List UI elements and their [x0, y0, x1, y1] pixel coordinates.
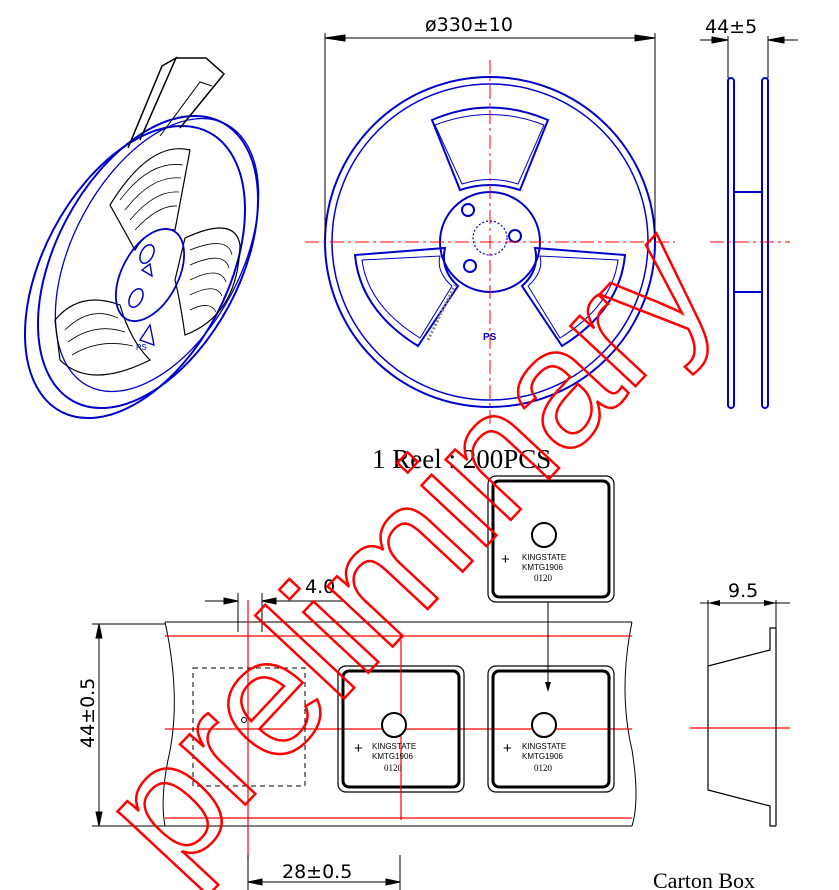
tape-comp1-brand: KINGSTATE	[372, 742, 416, 751]
iso-reel-mark: PS	[136, 343, 147, 352]
reel-side-view	[727, 77, 769, 409]
tape-width-label: 44±0.5	[77, 678, 99, 748]
dim-reel-width	[700, 36, 798, 78]
tape-comp1-code: 0120	[384, 763, 403, 773]
component-pitch-label: 28±0.5	[282, 861, 352, 883]
cover-depth-label: 9.5	[728, 580, 758, 602]
insert-comp-part: KMTG1906	[522, 563, 563, 572]
tape-comp2-polarity: +	[503, 740, 512, 757]
carrier-tape	[162, 621, 637, 827]
insert-comp-brand: KINGSTATE	[522, 553, 566, 562]
pitch-label: 4.0	[305, 576, 335, 598]
empty-pocket	[192, 667, 306, 787]
dim-component-pitch	[247, 855, 401, 890]
cover-arrow-left	[708, 600, 720, 606]
insert-comp-code: 0120	[534, 573, 553, 583]
sprocket-hole	[241, 717, 247, 723]
tape-comp1-part: KMTG1906	[372, 752, 413, 761]
tape-comp2-brand: KINGSTATE	[522, 742, 566, 751]
tape-comp2-part: KMTG1906	[522, 752, 563, 761]
preliminary-watermark: preliminary	[64, 190, 748, 890]
tape-side-profile	[700, 600, 790, 827]
reel-width-label: 44±5	[705, 16, 757, 38]
reel-front-view: PS	[305, 60, 675, 425]
component-in-tape-1	[337, 640, 465, 820]
reel-quantity: 1 Reel : 200PCS	[372, 444, 551, 474]
component-insertion	[487, 475, 615, 692]
tape-comp1-polarity: +	[354, 740, 363, 757]
component-in-tape-2	[487, 665, 615, 793]
carton-box-label: Carton Box	[653, 868, 755, 890]
dim-reel-diameter	[324, 33, 656, 240]
tape-comp2-code: 0120	[534, 763, 553, 773]
dim-pitch	[205, 593, 345, 632]
cover-arrow-right	[764, 600, 776, 606]
insert-comp-polarity: +	[501, 551, 510, 568]
reel-diameter-label: ø330±10	[425, 14, 513, 36]
isometric-reel-hatching	[64, 164, 233, 356]
dim-tape-width	[92, 623, 165, 827]
isometric-reel	[23, 56, 260, 420]
